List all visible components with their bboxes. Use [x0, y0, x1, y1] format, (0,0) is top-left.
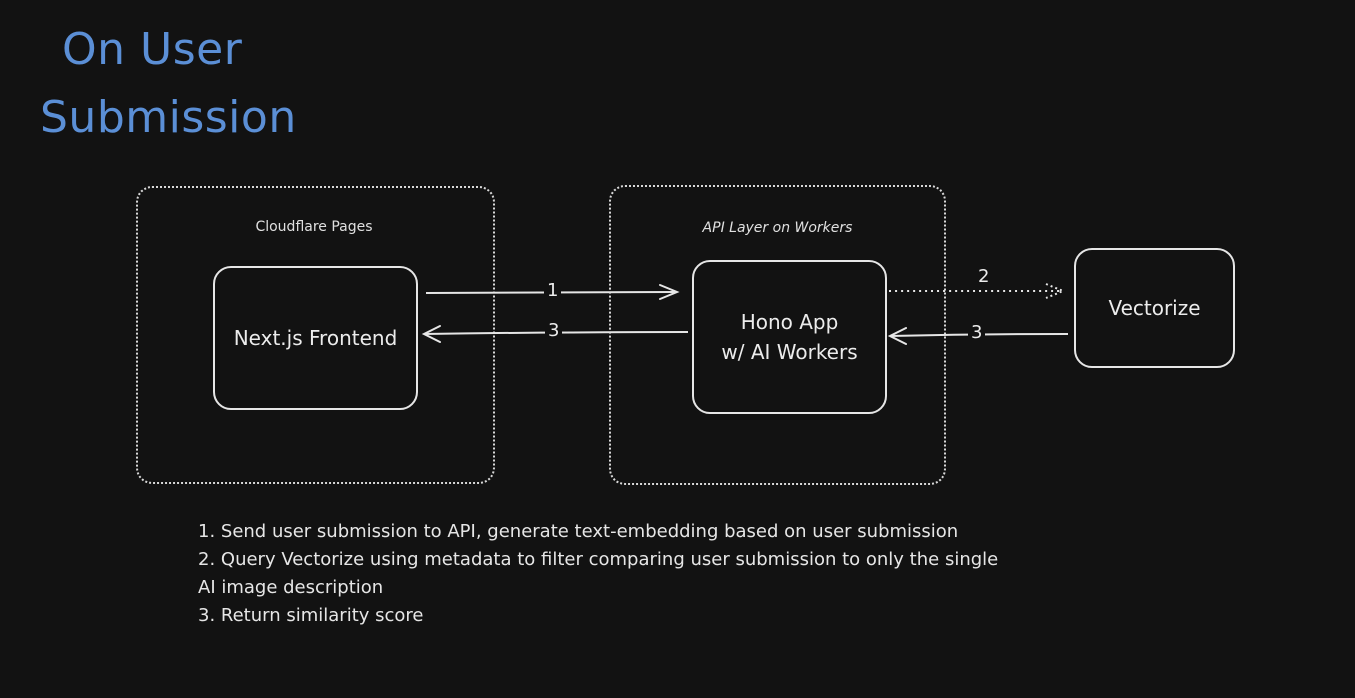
step-notes: 1. Send user submission to API, generate…: [198, 518, 1018, 630]
arrow-step-2-head: [1045, 283, 1066, 299]
vectorize-label: Vectorize: [1108, 296, 1201, 320]
arrow-step-3-to-hono-head: [887, 327, 907, 345]
page-title-line-2: Submission: [40, 92, 297, 143]
vectorize-node[interactable]: Vectorize: [1074, 248, 1235, 368]
arrow-step-3-to-frontend-head: [421, 325, 441, 343]
note-step-2: 2. Query Vectorize using metadata to fil…: [198, 549, 999, 598]
note-step-3: 3. Return similarity score: [198, 605, 424, 626]
note-step-1: 1. Send user submission to API, generate…: [198, 521, 959, 542]
arrow-label-step-3-hono: 3: [968, 324, 986, 342]
cloudflare-pages-label: Cloudflare Pages: [255, 219, 373, 235]
page-title-line-1: On User: [62, 24, 243, 75]
hono-app-node[interactable]: Hono App w/ AI Workers: [692, 260, 887, 414]
arrow-label-step-1: 1: [544, 282, 562, 300]
cloudflare-pages-group[interactable]: [136, 186, 495, 484]
hono-app-label-line-2: w/ AI Workers: [721, 340, 858, 364]
api-layer-workers-label: API Layer on Workers: [702, 220, 853, 236]
arrow-label-step-3-frontend: 3: [545, 322, 563, 340]
nextjs-frontend-label: Next.js Frontend: [233, 326, 398, 350]
arrow-label-step-2: 2: [978, 266, 990, 287]
nextjs-frontend-node[interactable]: Next.js Frontend: [213, 266, 418, 410]
hono-app-label-line-1: Hono App: [740, 310, 839, 334]
arrow-step-1-head: [659, 284, 680, 300]
